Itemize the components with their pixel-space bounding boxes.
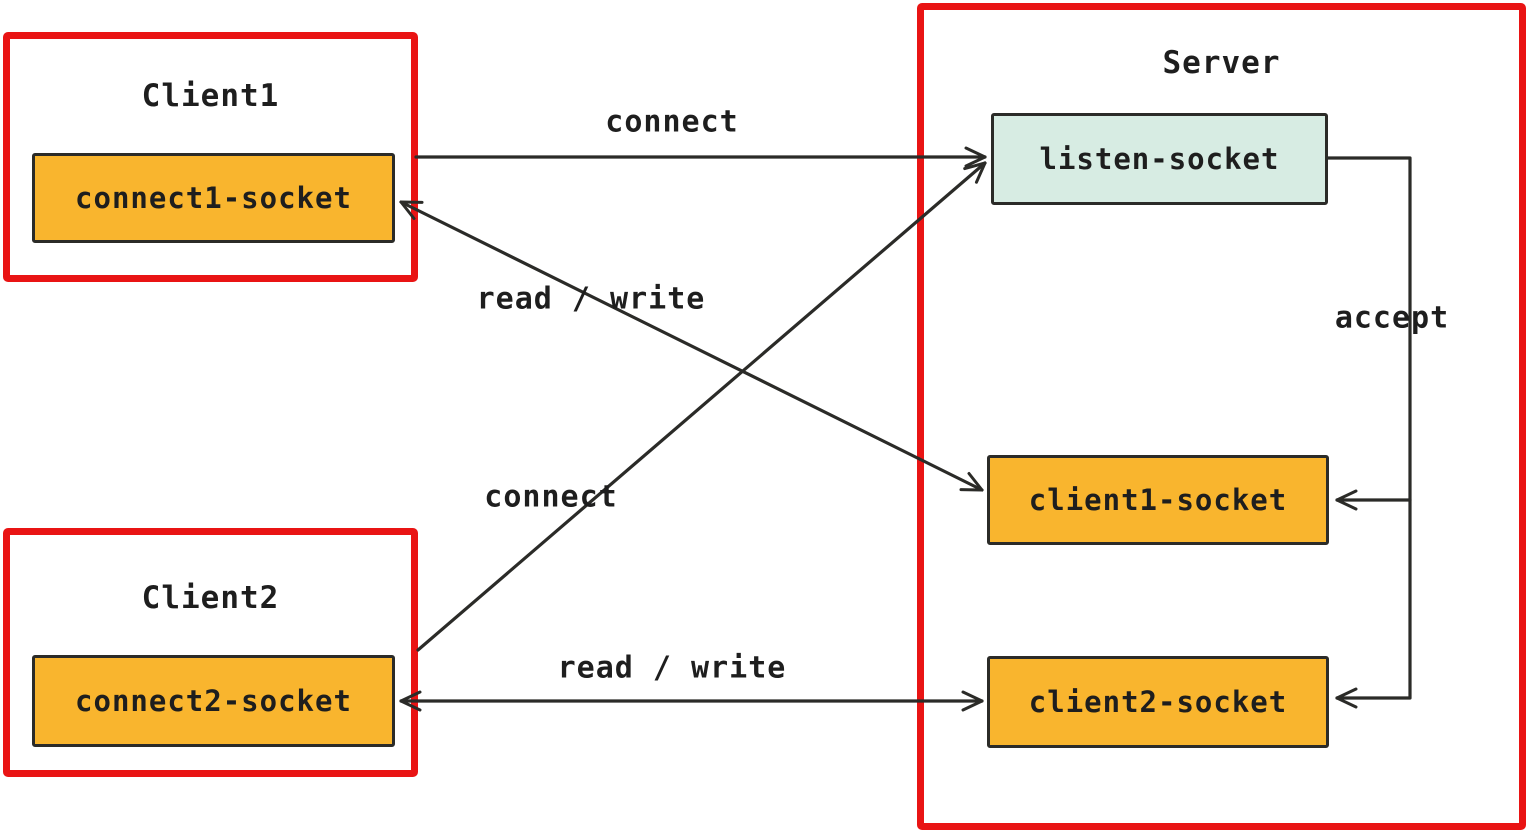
connect2-arrow [416,161,987,652]
connect2-socket-node: connect2-socket [32,655,395,747]
client1-socket-node: client1-socket [987,455,1329,545]
client1-title: Client1 [141,78,280,114]
connect1-socket-node: connect1-socket [32,153,395,243]
client1-socket-label: client1-socket [1028,483,1288,517]
listen-socket-label: listen-socket [1039,142,1280,176]
accept-label: accept [1334,300,1450,336]
server-title: Server [1162,45,1281,81]
connect2-socket-label: connect2-socket [75,684,352,718]
listen-socket-node: listen-socket [991,113,1328,205]
connect1-label: connect [605,104,739,140]
read-write1-label: read / write [476,281,706,317]
client2-socket-label: client2-socket [1028,685,1288,719]
read-write1-arrow [399,200,984,492]
client2-title: Client2 [141,580,280,616]
connect1-socket-label: connect1-socket [75,181,352,215]
client2-socket-node: client2-socket [987,656,1329,748]
connect2-label: connect [484,479,618,515]
read-write2-label: read / write [557,650,787,686]
